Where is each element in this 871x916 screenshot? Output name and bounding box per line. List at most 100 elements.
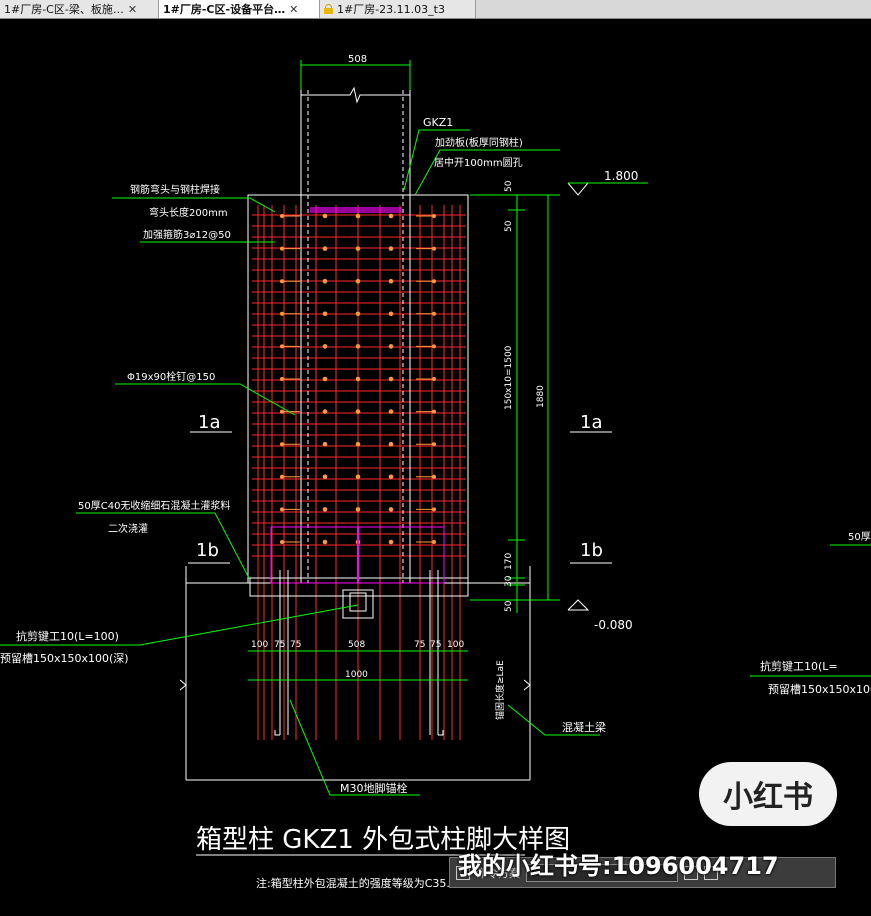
stud-head — [322, 246, 328, 251]
concrete-beam-label: 混凝土梁 — [562, 720, 606, 734]
stud-head — [355, 246, 361, 251]
tab-equipment-platform[interactable]: 1#厂房-C区-设备平台… ✕ — [159, 0, 320, 18]
anchor-hook — [438, 730, 444, 736]
rebar-weld-label-2: 弯头长度200mm — [149, 206, 228, 219]
break-mark — [179, 679, 187, 691]
stud-head — [322, 311, 328, 317]
tab-locked-drawing[interactable]: 1#厂房-23.11.03_t3 — [320, 0, 476, 18]
stud-head — [355, 376, 361, 382]
stud-head — [388, 213, 394, 219]
lock-icon — [324, 4, 333, 14]
dim-h-label: 508 — [348, 640, 365, 650]
column-label: GKZ1 — [423, 116, 453, 129]
stud-head — [280, 507, 284, 512]
command-text: 命令方案 — [476, 866, 520, 880]
leader — [0, 604, 359, 646]
stud-head — [280, 540, 284, 544]
dim-v-label: 170 — [504, 553, 514, 570]
section-1a-right: 1a — [580, 412, 602, 433]
stud-head — [322, 539, 328, 545]
stud-head — [280, 246, 284, 251]
stud-head — [280, 311, 284, 316]
stud-head — [322, 376, 328, 382]
stud-head — [322, 213, 328, 219]
grout-label-1: 50厚C40无收缩细石混凝土灌浆料 — [78, 499, 230, 512]
shear-key-pocket — [342, 589, 374, 619]
stud-head — [388, 507, 394, 512]
shear-key-right-1: 抗剪键工10(L= — [760, 659, 838, 673]
leader — [115, 383, 296, 416]
dim-h-label: 75 — [274, 640, 285, 650]
stud-head — [280, 474, 284, 479]
stud-head — [280, 279, 284, 284]
stud-head — [432, 246, 436, 251]
xiaohongshu-badge: 小红书 — [699, 762, 837, 826]
close-icon[interactable]: ✕ — [289, 2, 299, 16]
shear-key-right-2: 预留槽150x150x100 — [768, 683, 871, 696]
settings-icon[interactable] — [684, 865, 698, 880]
level-marker — [567, 599, 590, 611]
drawing-title: 箱型柱 GKZ1 外包式柱脚大样图 — [196, 825, 570, 855]
layer-icon[interactable] — [704, 865, 718, 880]
stud-head — [432, 377, 436, 381]
stud-array — [280, 213, 436, 545]
watermark-text: 我的小红书号:1096004717 — [458, 852, 779, 880]
stud-head — [432, 474, 436, 479]
stud-head — [355, 213, 361, 219]
rebar-weld-label-3: 加强箍筋3⌀12@50 — [143, 228, 231, 241]
stud-head — [432, 442, 436, 447]
level-top: 1.800 — [604, 169, 638, 183]
stud-head — [388, 539, 394, 545]
stud-head — [432, 214, 436, 218]
document-tab-bar: 1#厂房-C区-梁、板施… ✕ 1#厂房-C区-设备平台… ✕ 1#厂房-23.… — [0, 0, 871, 19]
stud-head — [388, 376, 394, 382]
stud-head — [388, 474, 394, 480]
stud-label: Φ19x90栓钉@150 — [127, 370, 215, 383]
shear-key-label-1: 抗剪键工10(L=100) — [16, 629, 119, 643]
dim-h-total: 1000 — [345, 670, 368, 680]
level-marker — [567, 182, 590, 196]
stud-head — [432, 279, 436, 284]
stud-head — [322, 507, 328, 512]
stud-head — [388, 441, 394, 447]
cad-drawing-canvas[interactable]: 508 50 50 150x10=1500 1880 170 30 50 1.8… — [0, 19, 871, 912]
stud-head — [355, 278, 361, 284]
level-bottom: -0.080 — [594, 618, 633, 632]
command-input[interactable] — [526, 863, 678, 882]
anchor-hook — [274, 730, 280, 736]
dim-v-label: 1880 — [536, 385, 546, 408]
stud-head — [280, 377, 284, 381]
stud-head — [280, 409, 284, 414]
stud-head — [355, 507, 361, 512]
tab-label: 1#厂房-C区-设备平台… — [163, 3, 286, 16]
stiffener-label-1: 加劲板(板厚同钢柱) — [435, 136, 523, 149]
stud-head — [280, 344, 284, 349]
dim-h-label: 75 — [414, 640, 425, 650]
dim-h-label: 75 — [290, 640, 301, 650]
stud-head — [280, 214, 284, 218]
grout-label-right: 50厚 — [848, 531, 871, 543]
horizontal-dimension-labels: 100 75 75 508 75 75 100 — [251, 640, 464, 650]
shear-key — [349, 592, 367, 612]
tab-beam-slab[interactable]: 1#厂房-C区-梁、板施… ✕ — [0, 0, 159, 18]
dim-v-label: 150x10=1500 — [504, 345, 514, 410]
break-mark — [523, 679, 531, 691]
leader — [112, 197, 276, 213]
stiffener-label-2: 居中开100mm圆孔 — [434, 156, 523, 169]
drawing-svg: 508 50 50 150x10=1500 1880 170 30 50 1.8… — [0, 54, 871, 890]
leader — [76, 512, 251, 581]
shear-key-label-2: 预留槽150x150x100(深) — [0, 652, 129, 665]
stud-head — [355, 409, 361, 414]
close-icon[interactable]: ✕ — [127, 2, 138, 16]
command-bar[interactable]: 命令方案 — [449, 857, 836, 888]
leader — [414, 149, 560, 196]
stud-head — [388, 344, 394, 349]
section-1a-left: 1a — [198, 412, 220, 433]
tab-label: 1#厂房-C区-梁、板施… — [4, 3, 124, 16]
stud-head — [322, 441, 328, 447]
dim-v-label: 50 — [504, 180, 514, 192]
command-icon[interactable] — [456, 865, 470, 880]
break-mark — [301, 86, 410, 104]
drawing-note: 注:箱型柱外包混凝土的强度等级为C35. — [256, 876, 450, 890]
stud-head — [355, 441, 361, 447]
